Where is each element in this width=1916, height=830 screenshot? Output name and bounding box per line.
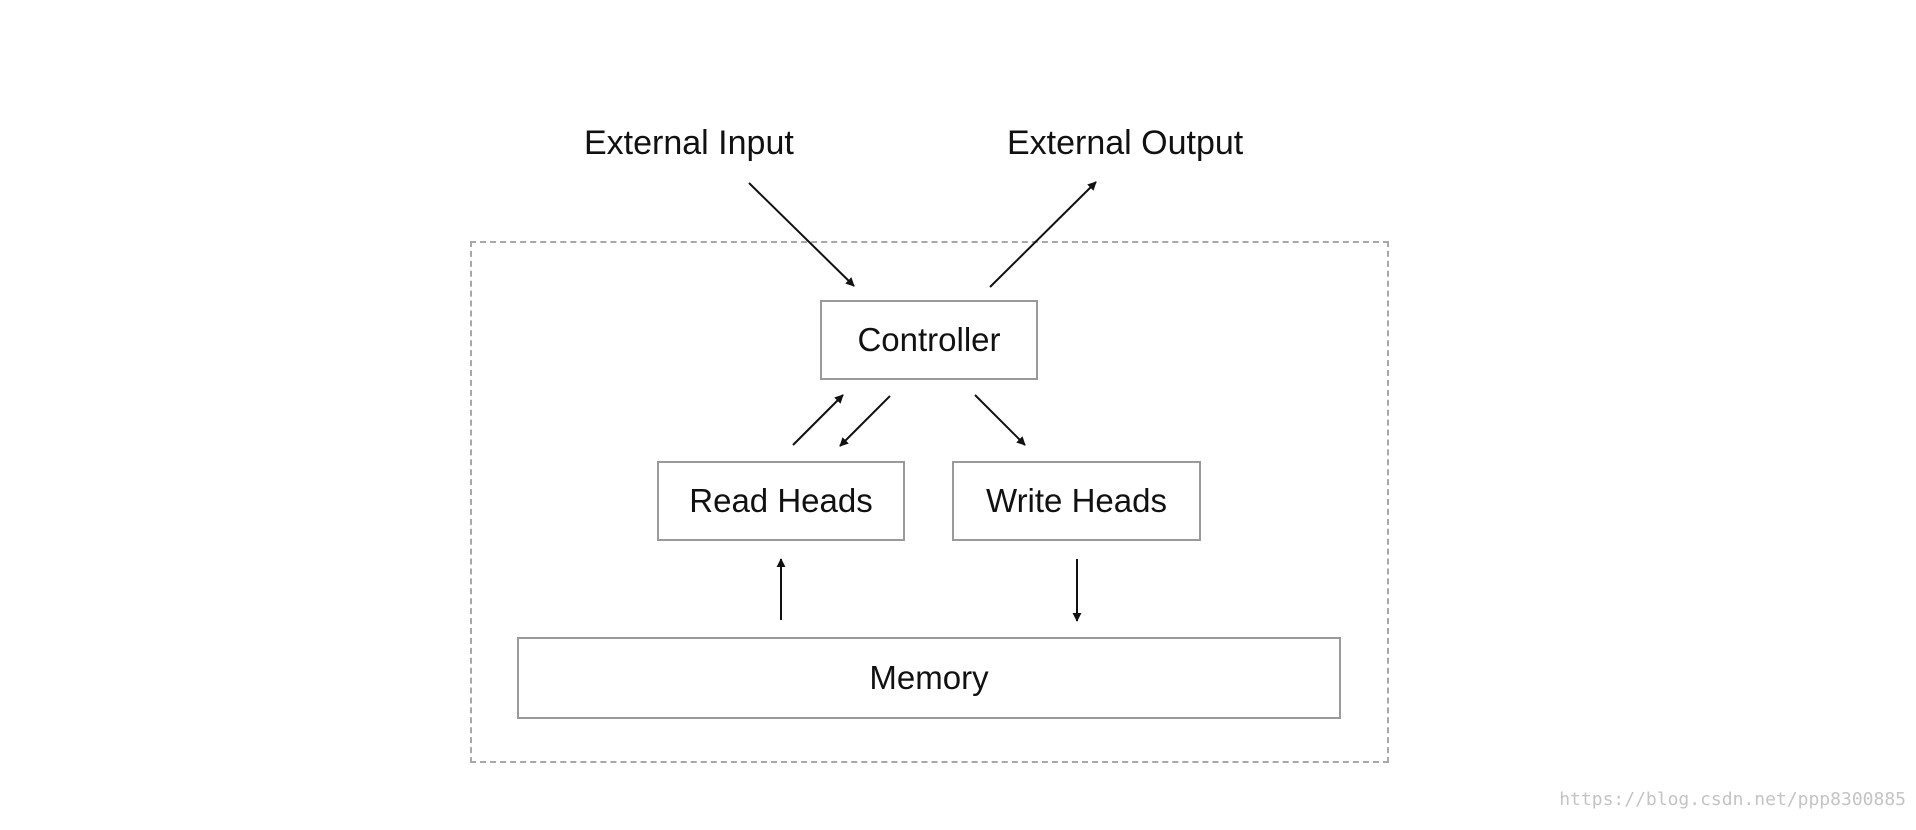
write-heads-node: Write Heads xyxy=(952,461,1201,541)
watermark-text: https://blog.csdn.net/ppp8300885 xyxy=(1559,789,1906,810)
arrow-controller-to-write-heads xyxy=(974,394,1026,446)
arrow-controller-to-read-heads xyxy=(839,395,891,447)
memory-node: Memory xyxy=(517,637,1341,719)
arrow-read-heads-to-controller xyxy=(792,394,844,446)
read-heads-node: Read Heads xyxy=(657,461,905,541)
arrow-external-input-to-controller xyxy=(748,182,855,287)
arrow-controller-to-external-output xyxy=(989,181,1097,288)
external-output-label: External Output xyxy=(1007,124,1244,162)
controller-node: Controller xyxy=(820,300,1038,380)
system-boundary xyxy=(470,241,1389,763)
external-input-label: External Input xyxy=(584,124,794,162)
